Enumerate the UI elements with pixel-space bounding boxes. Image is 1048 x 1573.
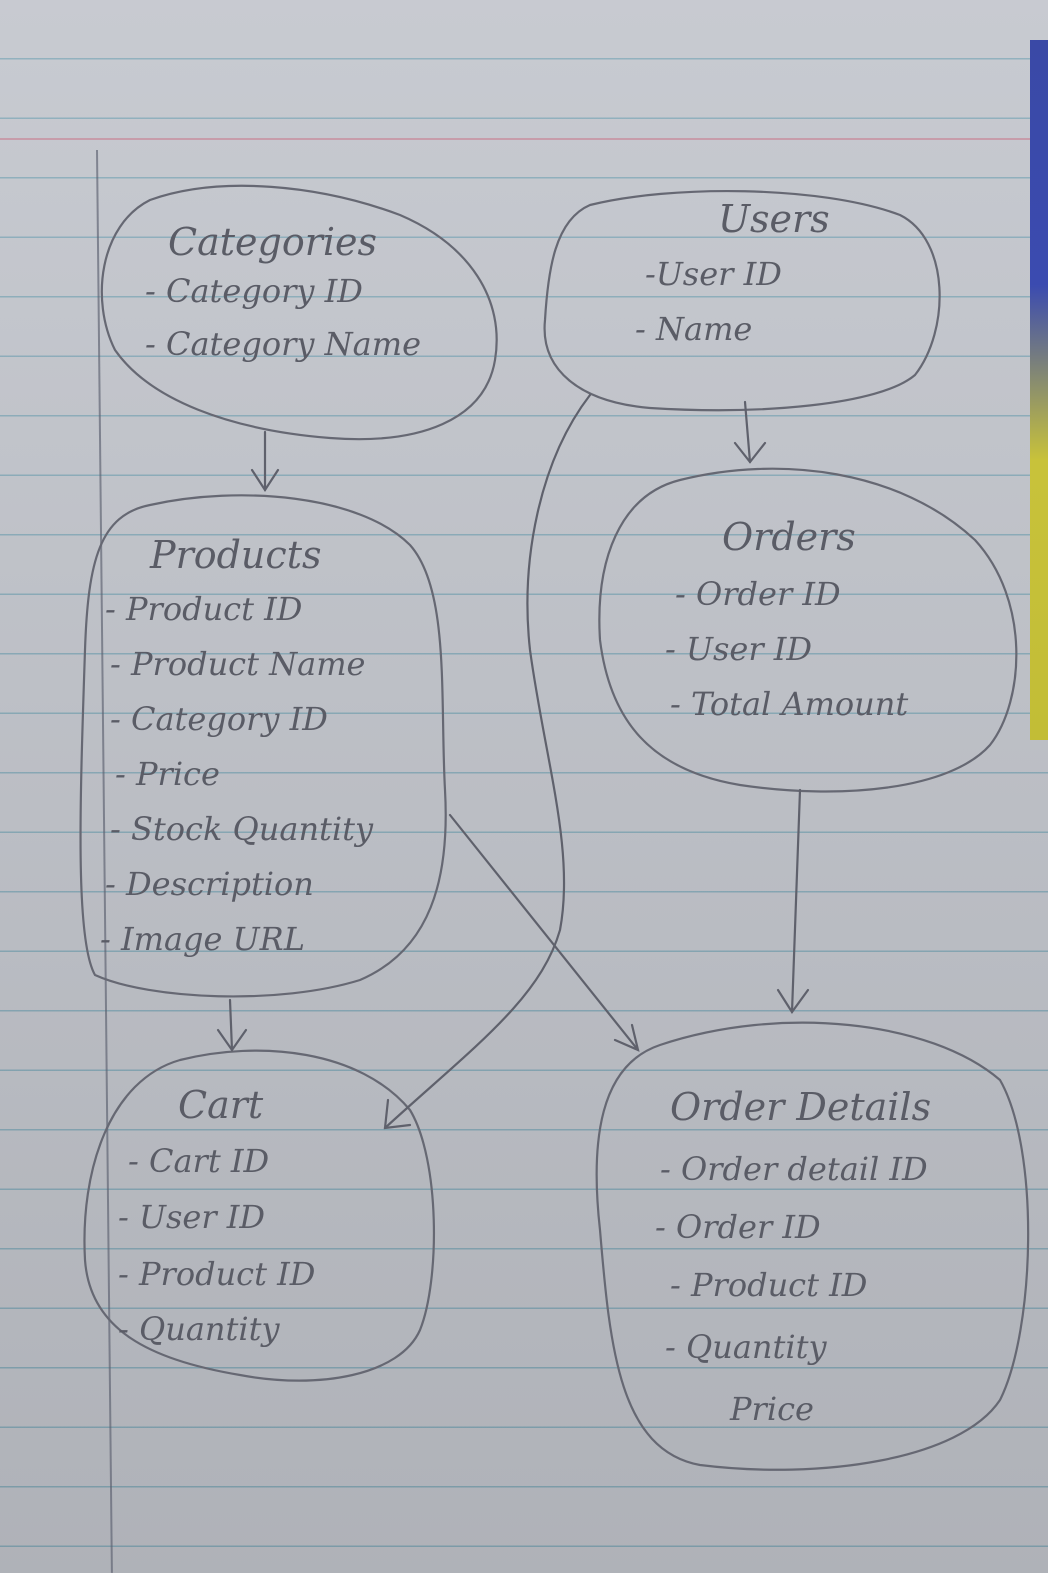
arrow-users-orders — [743, 400, 752, 464]
arrow-products-cart — [228, 998, 234, 1052]
entity-field: - Product Name — [110, 645, 365, 683]
entity-title: Categories — [168, 220, 377, 264]
arrowhead — [216, 1028, 248, 1052]
entity-field: Price — [729, 1390, 814, 1428]
entity-order-details: Order Details - Order detail ID - Order … — [595, 1021, 1030, 1471]
entity-title: Users — [718, 197, 830, 241]
entity-title: Products — [149, 533, 321, 577]
entity-field: - User ID — [665, 630, 812, 668]
entity-products-outline — [79, 494, 447, 998]
entity-field: - Total Amount — [670, 685, 908, 723]
entity-field: - Cart ID — [128, 1142, 269, 1180]
entity-field: - Category Name — [145, 325, 421, 363]
top-margin-line — [0, 138, 1048, 140]
entity-cart-outline — [83, 1049, 436, 1382]
entity-field: - Category ID — [145, 272, 363, 310]
relationship-arrows — [216, 393, 810, 1130]
entity-field: - Product ID — [105, 590, 302, 628]
entity-field: - Order ID — [655, 1208, 821, 1246]
entity-title: Order Details — [670, 1085, 931, 1129]
entity-field: - Description — [105, 865, 314, 903]
arrow-orders-order-details — [790, 788, 802, 1014]
entity-field: - Order detail ID — [660, 1150, 928, 1188]
entity-field: - Price — [115, 755, 220, 793]
arrowhead — [613, 1023, 640, 1052]
arrowhead — [383, 1098, 412, 1130]
entity-field: - Quantity — [665, 1328, 827, 1366]
entity-products: Products - Product ID - Product Name - C… — [79, 494, 447, 998]
entity-order-details-outline — [595, 1021, 1030, 1471]
arrow-users-cart — [383, 393, 592, 1130]
entity-field: -User ID — [645, 255, 782, 293]
entity-orders: Orders - Order ID - User ID - Total Amou… — [598, 467, 1018, 793]
entity-title: Cart — [178, 1083, 264, 1127]
entity-field: - Name — [635, 310, 752, 348]
entity-field: - Order ID — [675, 575, 841, 613]
entity-categories-outline — [100, 184, 498, 441]
entity-title: Orders — [722, 515, 856, 559]
notebook-edge-strip — [1030, 40, 1048, 740]
entity-cart: Cart - Cart ID - User ID - Product ID - … — [83, 1049, 436, 1382]
entity-field: - Image URL — [100, 920, 305, 958]
entity-field: - Product ID — [118, 1255, 315, 1293]
arrowhead — [776, 988, 810, 1014]
entity-field: - Product ID — [670, 1266, 867, 1304]
entity-users-outline — [543, 189, 941, 412]
arrowhead — [250, 468, 280, 493]
entity-users: Users -User ID - Name — [543, 189, 941, 412]
arrow-products-order-details — [448, 813, 640, 1052]
entity-field: - Quantity — [118, 1310, 280, 1348]
entity-field: - User ID — [118, 1198, 265, 1236]
entity-field: - Stock Quantity — [110, 810, 374, 848]
entity-orders-outline — [598, 467, 1018, 793]
entity-field: - Category ID — [110, 700, 328, 738]
entity-categories: Categories - Category ID - Category Name — [100, 184, 498, 441]
arrowhead — [733, 441, 767, 464]
